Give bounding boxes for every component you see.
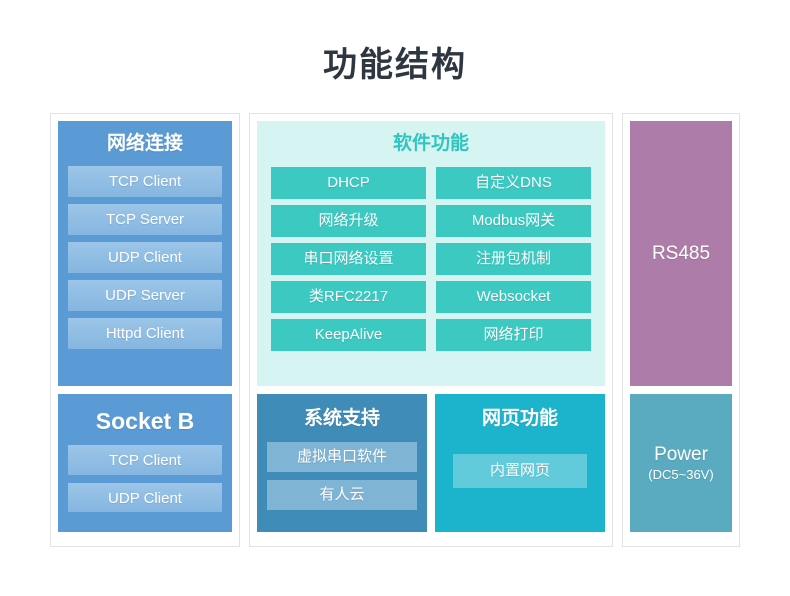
list-item[interactable]: 有人云: [267, 480, 417, 510]
list-item[interactable]: DHCP: [271, 167, 426, 199]
column-hardware: RS485 Power (DC5~36V): [622, 113, 740, 547]
panel-title-network-connection: 网络连接: [106, 133, 183, 154]
column-software: 软件功能 DHCP 自定义DNS 网络升级 Modbus网关 串口网络设置 注册…: [249, 113, 613, 547]
block-power-label: Power: [654, 444, 708, 465]
list-item[interactable]: 网络打印: [436, 319, 591, 351]
list-item[interactable]: UDP Client: [68, 242, 222, 273]
list-item[interactable]: 类RFC2217: [271, 281, 426, 313]
list-item[interactable]: 自定义DNS: [436, 167, 591, 199]
list-item[interactable]: 内置网页: [453, 454, 587, 488]
panel-title-web-function: 网页功能: [481, 408, 558, 429]
block-rs485-label: RS485: [651, 242, 711, 264]
list-item[interactable]: TCP Server: [68, 204, 222, 235]
list-item[interactable]: UDP Server: [68, 280, 222, 311]
list-item[interactable]: KeepAlive: [271, 319, 426, 351]
list-item[interactable]: TCP Client: [68, 166, 222, 197]
list-item[interactable]: UDP Client: [68, 482, 222, 512]
panel-system-support: 系统支持 虚拟串口软件 有人云: [257, 394, 427, 532]
block-power-sublabel: (DC5~36V): [648, 467, 714, 482]
panel-web-function: 网页功能 内置网页: [435, 394, 605, 532]
block-rs485: RS485: [630, 121, 732, 386]
panel-software-function: 软件功能 DHCP 自定义DNS 网络升级 Modbus网关 串口网络设置 注册…: [257, 121, 605, 386]
page-title: 功能结构: [323, 46, 467, 84]
list-item[interactable]: 虚拟串口软件: [267, 442, 417, 472]
list-item[interactable]: 网络升级: [271, 205, 426, 237]
bottom-middle-row: 系统支持 虚拟串口软件 有人云 网页功能 内置网页: [257, 394, 605, 532]
list-item[interactable]: 注册包机制: [436, 243, 591, 275]
panel-title-software-function: 软件功能: [392, 133, 469, 154]
software-item-grid: DHCP 自定义DNS 网络升级 Modbus网关 串口网络设置 注册包机制 类…: [271, 167, 591, 351]
list-item[interactable]: TCP Client: [68, 445, 222, 475]
list-item[interactable]: Websocket: [436, 281, 591, 313]
panel-network-connection: 网络连接 TCP Client TCP Server UDP Client UD…: [58, 121, 232, 386]
panel-title-system-support: 系统支持: [303, 408, 380, 429]
list-item[interactable]: 串口网络设置: [271, 243, 426, 275]
list-item[interactable]: Modbus网关: [436, 205, 591, 237]
diagram-body: 网络连接 TCP Client TCP Server UDP Client UD…: [50, 113, 740, 547]
panel-socket-b: Socket B TCP Client UDP Client: [58, 394, 232, 532]
column-network: 网络连接 TCP Client TCP Server UDP Client UD…: [50, 113, 240, 547]
list-item[interactable]: Httpd Client: [68, 318, 222, 349]
panel-title-socket-b: Socket B: [95, 408, 195, 434]
block-power: Power (DC5~36V): [630, 394, 732, 532]
